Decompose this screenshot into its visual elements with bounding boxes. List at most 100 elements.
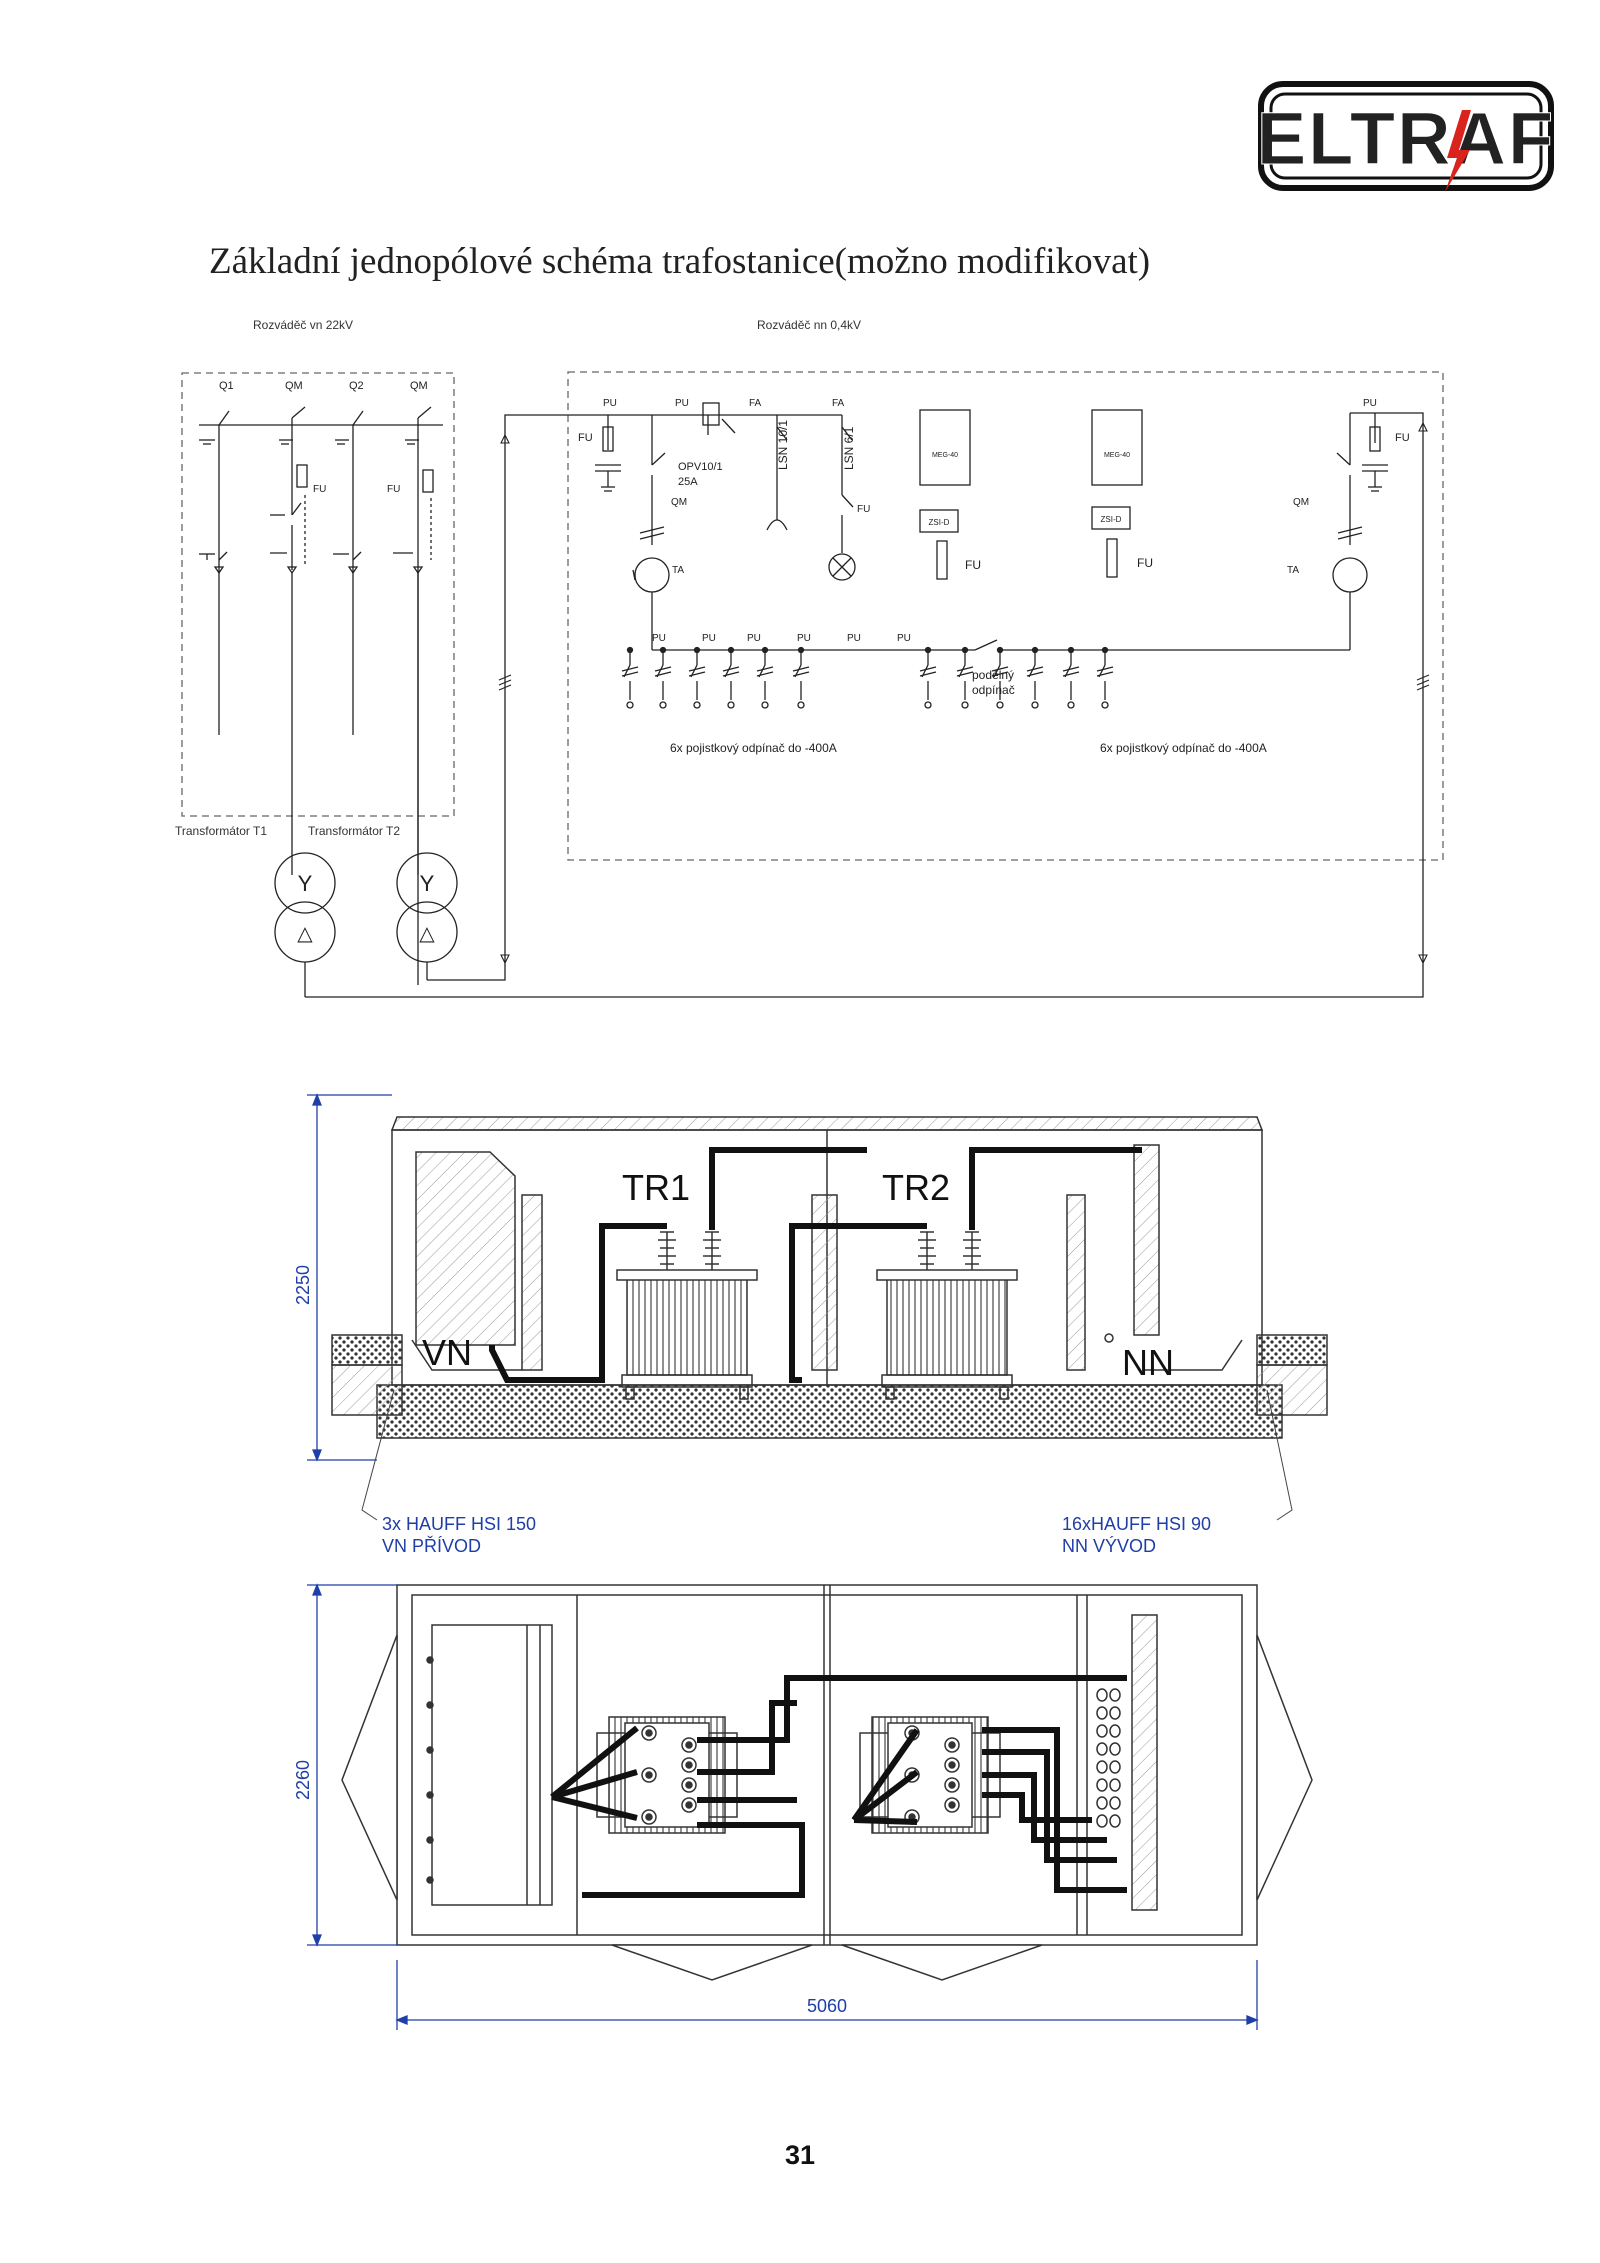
cable-callout-lines — [361, 1389, 1293, 1521]
cable-hole — [1096, 1706, 1108, 1720]
cable-hole — [426, 1656, 434, 1664]
fuse-outlet — [722, 646, 740, 709]
lv-right-incomer: FU PU TA QM — [1287, 398, 1410, 650]
opv-rating-label: 25A — [678, 476, 698, 488]
fuse-outlet — [756, 646, 774, 709]
lv-cable-label-2: NN VÝVOD — [1062, 1536, 1156, 1556]
fuse-outlet — [991, 646, 1009, 709]
hv-fu-label-2: FU — [387, 484, 400, 495]
transformer-t1: Y △ — [274, 852, 336, 997]
cable-hole — [1096, 1796, 1108, 1810]
fuse-outlet — [621, 646, 639, 709]
vn-label: VN — [422, 1332, 472, 1373]
cable-hole — [426, 1876, 434, 1884]
cable-hole — [1096, 1688, 1108, 1702]
longitudinal-label-2: odpínač — [972, 683, 1015, 697]
fuse-group-right-label: 6x pojistkový odpínač do -400A — [1100, 741, 1267, 755]
hv-switchboard-frame — [181, 372, 455, 817]
hv-cable-label-1: 3x HAUFF HSI 150 — [382, 1514, 536, 1534]
pu-outlet-label: PU — [847, 633, 861, 644]
zsi-right-label: ZSI-D — [1101, 515, 1122, 524]
hv-label-qm-1: QM — [285, 380, 303, 392]
transformer-top — [859, 1716, 1001, 1834]
pu-outlet-label: PU — [702, 633, 716, 644]
meg-module-left: MEG-40 ZSI-D FU — [919, 409, 981, 580]
transformer-tr2-side — [876, 1231, 1018, 1400]
cable-hole — [1109, 1706, 1121, 1720]
t2-star-symbol: Y — [420, 871, 435, 896]
lv-pu-opv-label: PU — [675, 398, 689, 409]
fuse-outlet — [792, 646, 810, 709]
hv-cable-label-2: VN PŘÍVOD — [382, 1536, 481, 1556]
pu-outlet-label: PU — [652, 633, 666, 644]
cable-hole — [426, 1746, 434, 1754]
cable-hole — [1096, 1814, 1108, 1828]
station-side-view: TR1 TR2 VN NN 2250 3x HAUFF HSI 150 VN P… — [293, 1093, 1328, 1556]
fuse-outlet — [1026, 646, 1044, 709]
lv-fu-right-label: FU — [1395, 432, 1410, 444]
pu-outlet-label: PU — [747, 633, 761, 644]
cable-hole — [1096, 1778, 1108, 1792]
width-dim-label: 2260 — [293, 1760, 313, 1800]
single-line-diagram-svg: Rozváděč vn 22kV Rozváděč nn 0,4kV Q1 QM… — [175, 318, 1444, 998]
cable-hole — [1109, 1796, 1121, 1810]
length-dimension — [395, 1960, 1259, 2030]
tr2-label: TR2 — [882, 1167, 950, 1208]
longitudinal-disconnector: podélný odpínač — [972, 639, 1040, 697]
eltraf-logo-graphic: ELTRAF — [1256, 81, 1555, 192]
hv-switchboard-label: Rozváděč vn 22kV — [253, 318, 353, 332]
side-view-labels: TR1 TR2 VN NN — [422, 1167, 1174, 1383]
cable-hole — [1096, 1724, 1108, 1738]
top-view-cables — [550, 1675, 1127, 1898]
transformer-t2: Y △ — [396, 852, 458, 980]
cable-hole — [1096, 1742, 1108, 1756]
longitudinal-label-1: podélný — [972, 668, 1014, 682]
cable-hole — [426, 1791, 434, 1799]
page-title: Základní jednopólové schéma trafostanice… — [209, 241, 1151, 282]
lv-qm-right-label: QM — [1293, 497, 1309, 508]
fa-label-1: FA — [749, 398, 762, 409]
fu-meg-left-label: FU — [965, 558, 981, 572]
lsn-10-label: LSN 10/1 — [776, 420, 790, 470]
single-line-diagram: Rozváděč vn 22kV Rozváděč nn 0,4kV Q1 QM… — [175, 315, 1445, 1015]
fuse-outlet — [956, 646, 974, 709]
lv-switchboard-label: Rozváděč nn 0,4kV — [757, 318, 861, 332]
zsi-left-label: ZSI-D — [929, 518, 950, 527]
pu-outlet-labels: PU PU PU PU PU PU — [652, 633, 911, 644]
meg-left-label: MEG-40 — [932, 452, 958, 459]
lv-pu-left-label: PU — [603, 398, 617, 409]
cable-hole — [1109, 1778, 1121, 1792]
t2-lv-cable — [427, 414, 682, 981]
lv-cable-label-1: 16xHAUFF HSI 90 — [1062, 1514, 1211, 1534]
transformer-t1-label: Transformátor T1 — [175, 824, 267, 838]
lightning-icon — [1445, 110, 1471, 192]
t1-delta-symbol: △ — [297, 923, 313, 945]
height-dim-label: 2250 — [293, 1265, 313, 1305]
tr1-label: TR1 — [622, 1167, 690, 1208]
cable-hole — [1109, 1760, 1121, 1774]
opv-label: OPV10/1 — [678, 461, 723, 473]
nn-cable-holes — [1096, 1688, 1121, 1828]
page-number: 31 — [784, 2140, 816, 2170]
width-dimension — [307, 1583, 397, 1947]
hv-fu-label-1: FU — [313, 484, 326, 495]
station-top-view: 2260 5060 — [293, 1583, 1313, 2030]
hv-label-q2: Q2 — [349, 380, 364, 392]
transformer-tr1-side — [616, 1231, 758, 1400]
cable-hole — [1109, 1742, 1121, 1756]
lv-pu-right-label: PU — [1363, 398, 1377, 409]
lv-auxiliary-feeders: PU OPV10/1 25A FA LSN 10/1 FA LSN 6/1 FU — [675, 398, 870, 581]
nn-label: NN — [1122, 1342, 1174, 1383]
fuse-outlet — [1062, 646, 1080, 709]
cable-arrows — [498, 421, 1430, 965]
transformer-t2-label: Transformátor T2 — [308, 824, 400, 838]
fuse-outlet — [654, 646, 672, 709]
station-drawing: TR1 TR2 VN NN 2250 3x HAUFF HSI 150 VN P… — [282, 1080, 1332, 2055]
logo-text: ELTRAF — [1257, 97, 1555, 180]
meg-right-label: MEG-40 — [1104, 452, 1130, 459]
cable-hole — [1109, 1688, 1121, 1702]
lsn-6-label: LSN 6/1 — [842, 426, 856, 470]
hv-label-q1: Q1 — [219, 380, 234, 392]
pu-outlet-label: PU — [797, 633, 811, 644]
